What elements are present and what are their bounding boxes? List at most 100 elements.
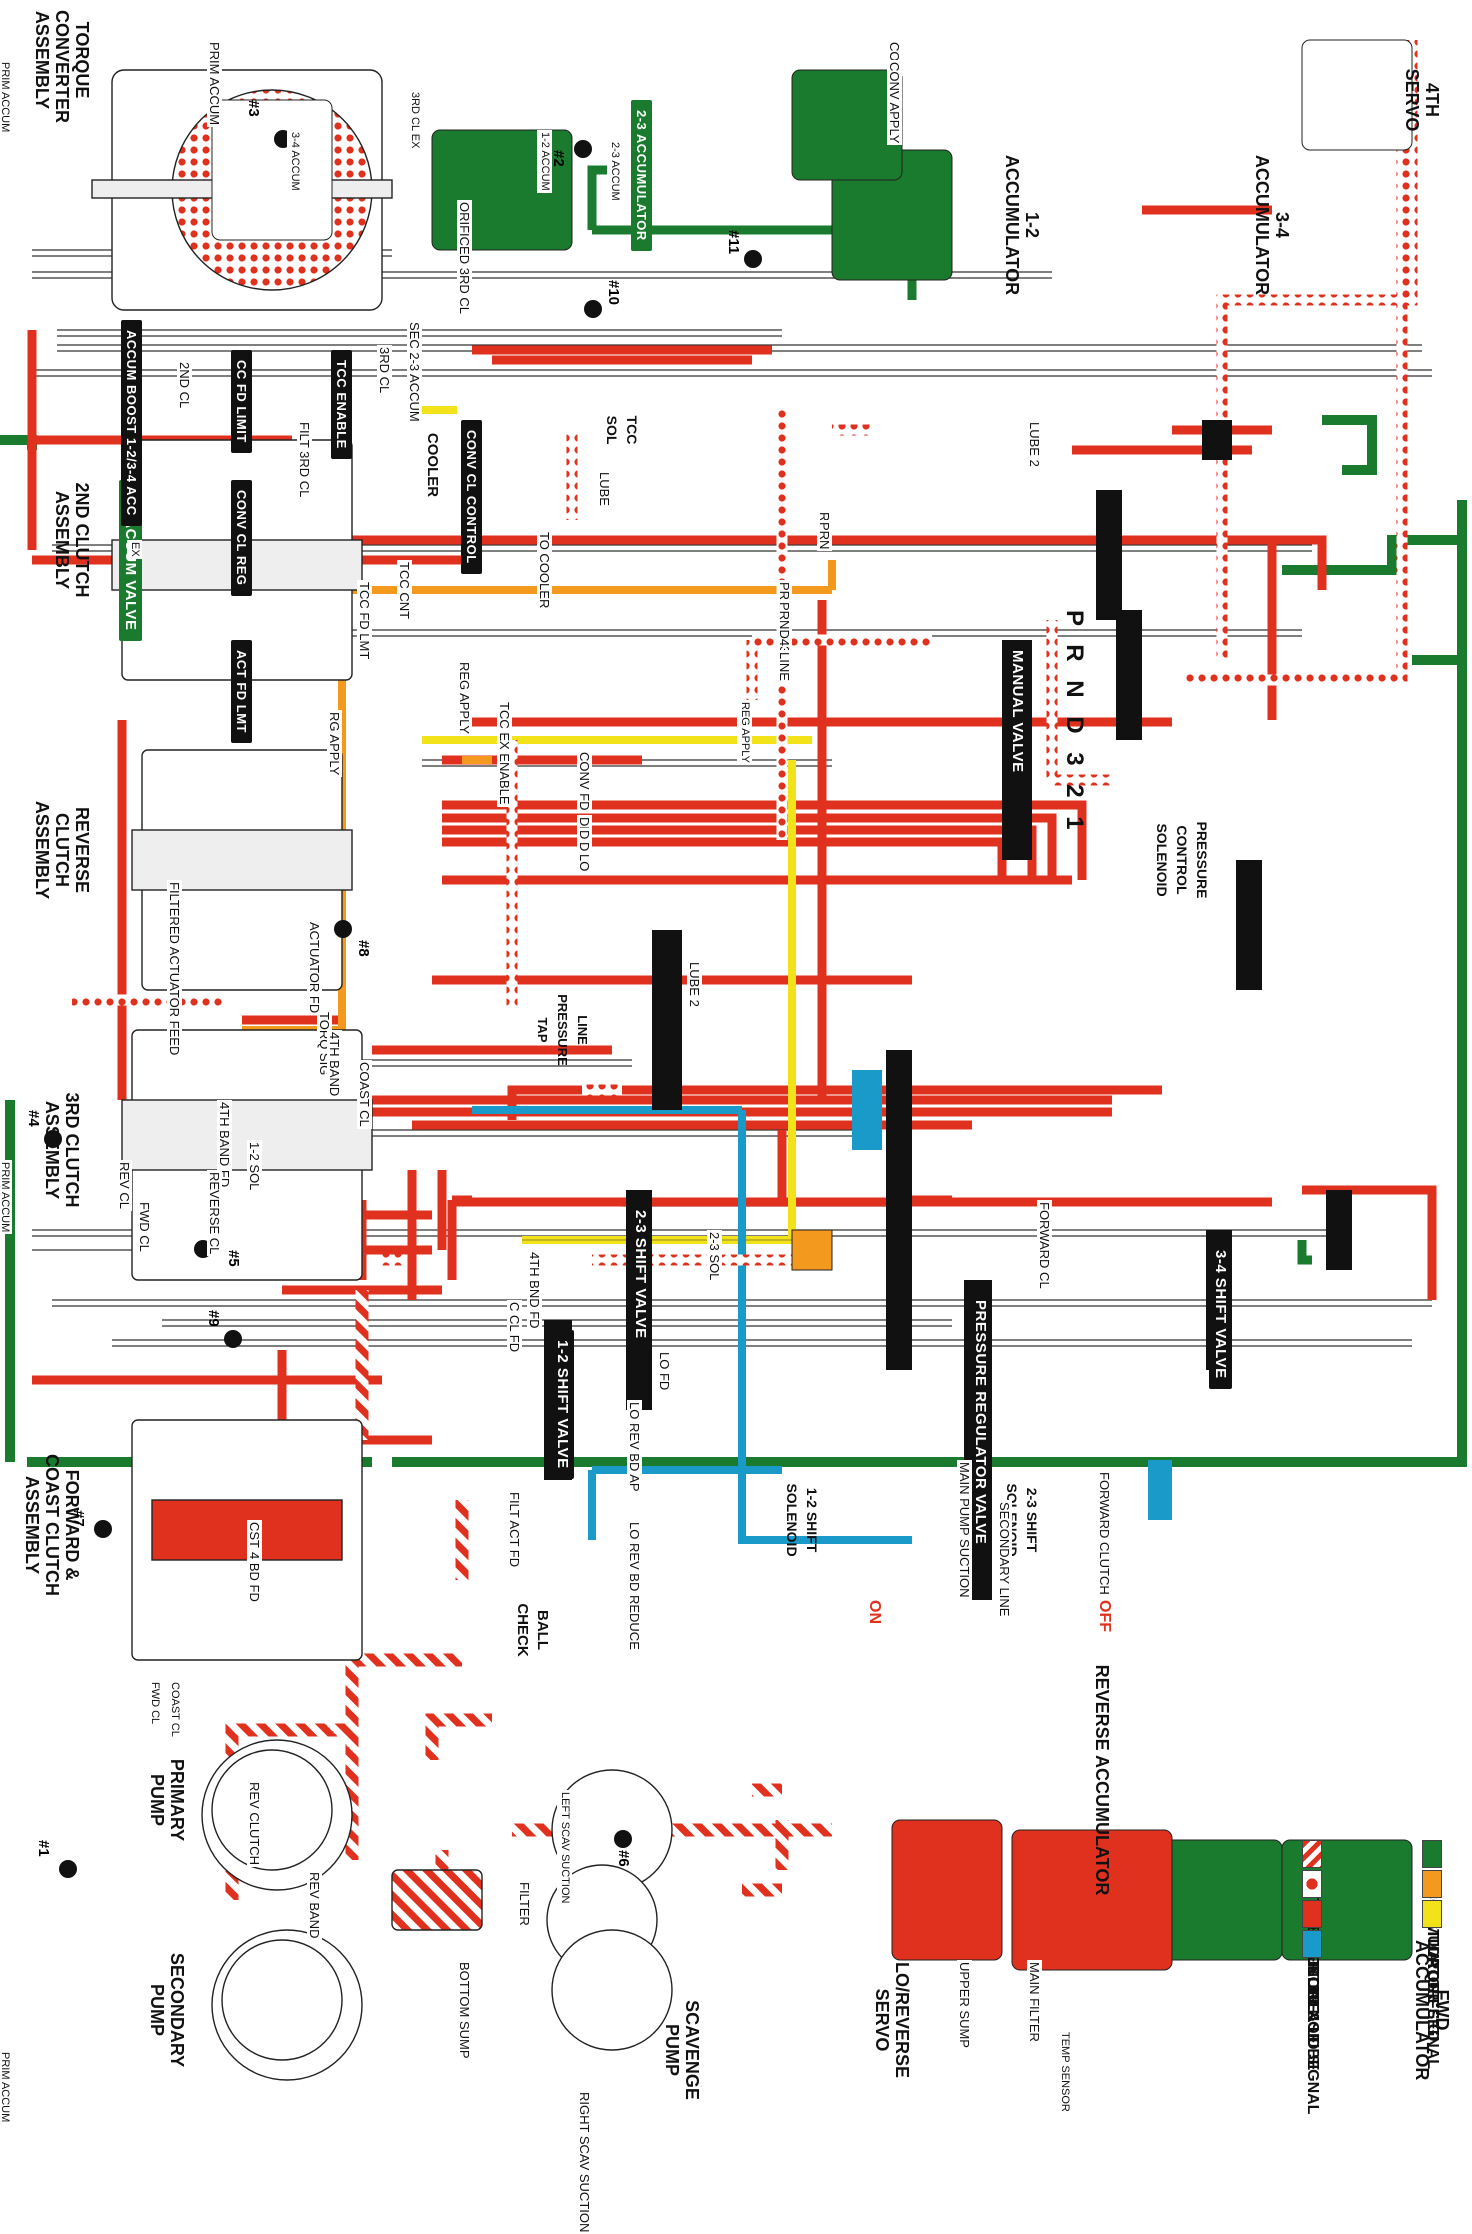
label-4th-bnd-fd: 4TH BND FD (527, 1250, 542, 1331)
check-ball-4 (44, 1130, 62, 1148)
label-right-scav-suction: RIGHT SCAV SUCTION (577, 2090, 592, 2234)
accum-23-body: 2-3 ACCUMULATOR (631, 100, 652, 251)
check-3-label: #3 (245, 100, 262, 117)
label-12-sol: 1-2 SOL (247, 1140, 262, 1193)
label-reg-apply-short: REG APPLY (737, 700, 752, 765)
label-prim-accum-top: PRIM ACCUM (207, 40, 222, 128)
label-reverse-cl: REVERSE CL (207, 1170, 222, 1257)
label-temp-sensor: TEMP SENSOR (1057, 2030, 1072, 2114)
legend-swatch (1422, 1840, 1442, 1868)
check-4-label: #4 (25, 1110, 42, 1127)
label-filtered-actuator-feed: FILTERED ACTUATOR FEED (167, 880, 182, 1058)
legend-swatch (1422, 1870, 1442, 1898)
label-actuator-fd: ACTUATOR FD (307, 920, 322, 1016)
label-prn: PRN (817, 520, 832, 552)
label-conv-apply: CONV APPLY (887, 60, 902, 146)
label-4th-band: 4TH BAND (327, 1030, 342, 1099)
check-8-label: #8 (355, 940, 372, 957)
label-prnd43: PRND43 (777, 600, 792, 656)
check-ball-9 (224, 1330, 242, 1348)
label-rg-apply: RG APPLY (327, 710, 342, 778)
label-prim-accum-bottom: PRIM ACCUM (0, 2050, 12, 2125)
check-ball-2 (574, 140, 592, 158)
label-tcc-cnt: TCC CNT (397, 560, 412, 622)
label-23-accum-line: 2-3 ACCUM (607, 140, 622, 203)
check-7-label: #7 (70, 1510, 87, 1527)
label-2nd-cl: 2ND CL (177, 360, 192, 411)
label-orificed-3rd-cl: ORIFICED 3RD CL (457, 200, 472, 316)
check-ball-8 (334, 920, 352, 938)
label-rev-clutch: REV CLUTCH (247, 1780, 262, 1868)
act-fd-limit-valve: ACT FD LMT (231, 640, 252, 743)
manual-valve: MANUAL VALVE (1006, 640, 1029, 783)
label-filt-3rd-cl: FILT 3RD CL (297, 420, 312, 500)
check-11-label: #11 (725, 230, 742, 255)
cc-fd-limit-valve: CC FD LIMIT (231, 350, 252, 453)
label-lube2-mid: LUBE 2 (687, 960, 702, 1009)
shift-valve-34: 3-4 SHIFT VALVE (1209, 1240, 1232, 1389)
check-ball-1 (59, 1860, 77, 1878)
label-forward-cl: FORWARD CL (1037, 1200, 1052, 1291)
label-filt-act-fd: FILT ACT FD (507, 1490, 522, 1570)
label-secondary-line: SECONDARY LINE (997, 1500, 1012, 1619)
legend-swatch (1302, 1870, 1322, 1898)
label-filter: FILTER (517, 1880, 532, 1928)
legend-swatch (1302, 1930, 1322, 1958)
check-ball-6 (614, 1830, 632, 1848)
label-tcc-ex-enable: TCC EX ENABLE (497, 700, 512, 807)
check-9-label: #9 (205, 1310, 222, 1327)
check-ball-10 (584, 300, 602, 318)
label-main-pump-suction: MAIN PUMP SUCTION (957, 1460, 972, 1600)
label-prim-accum-mid: PRIM ACCUM (0, 1160, 12, 1235)
solenoid-signal-line (472, 1106, 912, 1544)
cooler-heading: COOLER (424, 432, 441, 498)
label-bottom-sump: BOTTOM SUMP (457, 1960, 472, 2061)
label-lo-rev-bd-reduce: LO REV BD REDUCE (627, 1520, 642, 1652)
label-rev-band: REV BAND (307, 1870, 322, 1941)
check-6-label: #6 (615, 1850, 632, 1867)
label-lo-rev-bd-ap: LO REV BD AP (627, 1400, 642, 1494)
label-prim-accum-side: PRIM ACCUM (0, 60, 12, 135)
conv-cl-control-valve: CONV CL CONTROL (461, 420, 482, 574)
check-5-label: #5 (225, 1250, 242, 1267)
check-1-label: #1 (35, 1840, 52, 1857)
label-23-sol: 2-3 SOL (707, 1230, 722, 1283)
label-main-filter: MAIN FILTER (1027, 1960, 1042, 2044)
legend-item-solenoid: SOLENOID SIGNAL (1302, 1930, 1322, 2114)
tcc-enable-valve: TCC ENABLE (331, 350, 352, 459)
label-coast-cl-short: COAST CL (167, 1680, 182, 1739)
label-left-scav-suction: LEFT SCAV SUCTION (557, 1790, 572, 1906)
shift-valve-23: 2-3 SHIFT VALVE (629, 1200, 652, 1349)
legend-item-torque: TORQUE SIGNAL (1422, 1900, 1442, 2069)
legend-swatch (1422, 1900, 1442, 1928)
check-10-label: #10 (605, 280, 622, 306)
conv-cl-reg-valve: CONV CL REG (231, 480, 252, 596)
label-4-bd-fd: 4 BD FD (247, 1550, 262, 1604)
gear-selector: P R N D 3 2 1 (1061, 610, 1088, 836)
label-upper-sump: UPPER SUMP (957, 1960, 972, 2050)
label-to-cooler: TO COOLER (537, 530, 552, 611)
shift-valve-12: 1-2 SHIFT VALVE (551, 1330, 574, 1479)
sol-23-state: OFF (1096, 1600, 1113, 1632)
legend-swatch (1302, 1900, 1322, 1928)
label-lo: LO (577, 852, 592, 874)
label-sec-23-accum: SEC 2-3 ACCUM (407, 320, 422, 424)
label-tcc-fd-lmt: TCC FD LMT (357, 580, 372, 662)
accum-boost-valve: ACCUM BOOST 1-2/3-4 ACC (121, 320, 142, 526)
legend-swatch (1302, 1840, 1322, 1868)
label-34-accum: 3-4 ACCUM (287, 130, 302, 193)
